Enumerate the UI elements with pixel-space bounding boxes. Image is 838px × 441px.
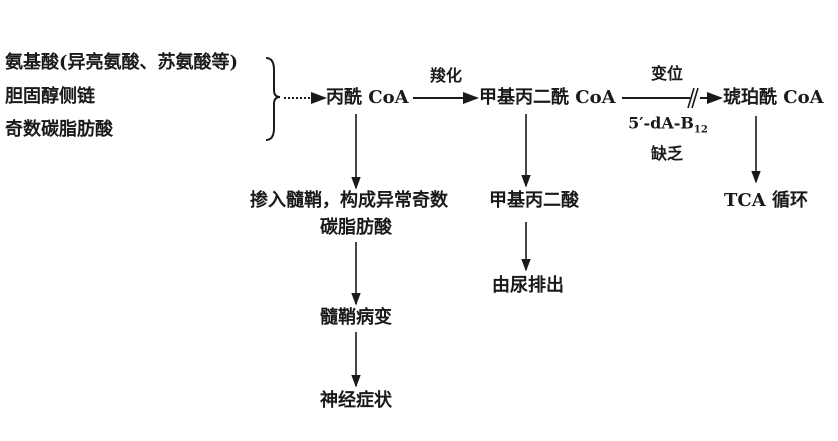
cofactor-text: 5′-dA-B bbox=[628, 113, 694, 133]
label-cofactor: 5′-dA-B12 bbox=[628, 112, 708, 141]
node-methylmalonyl-coa: 甲基丙二酰 CoA bbox=[479, 87, 616, 108]
source-odd-fatty-acids: 奇数碳脂肪酸 bbox=[5, 119, 113, 140]
source-cholesterol: 胆固醇侧链 bbox=[5, 86, 95, 107]
label-deficiency: 缺乏 bbox=[650, 144, 684, 163]
blocked-mark-icon bbox=[687, 87, 699, 109]
node-tca-cycle: TCA 循环 bbox=[724, 190, 808, 211]
node-neuro-symptoms: 神经症状 bbox=[320, 390, 392, 411]
node-myelin-incorporation: 掺入髓鞘，构成异常奇数 bbox=[250, 190, 448, 211]
cofactor-subscript: 12 bbox=[693, 124, 708, 136]
node-urine-excretion: 由尿排出 bbox=[492, 275, 564, 296]
label-mutase: 变位 bbox=[650, 64, 684, 83]
node-methylmalonic-acid: 甲基丙二酸 bbox=[489, 190, 579, 211]
node-myelin-lesion: 髓鞘病变 bbox=[320, 307, 392, 328]
node-propionyl-coa: 丙酰 CoA bbox=[326, 87, 409, 108]
source-brace bbox=[265, 57, 281, 141]
node-succinyl-coa: 琥珀酰 CoA bbox=[723, 87, 824, 108]
node-myelin-incorporation-cont: 碳脂肪酸 bbox=[320, 217, 392, 238]
source-amino-acids: 氨基酸(异亮氨酸、苏氨酸等) bbox=[5, 52, 239, 73]
label-carboxylation: 羧化 bbox=[429, 66, 463, 85]
